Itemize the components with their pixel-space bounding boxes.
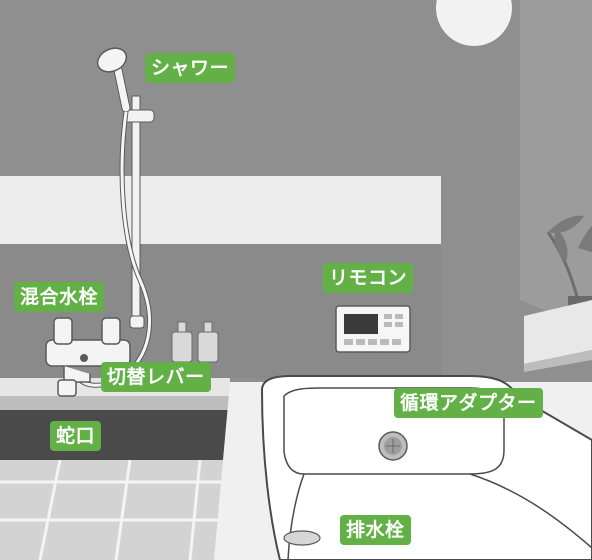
- ceiling-light: [436, 0, 512, 46]
- spout-pipe: [63, 366, 91, 383]
- label-remote: リモコン: [323, 263, 414, 293]
- shower-head: [96, 47, 131, 113]
- bottles: [171, 321, 219, 363]
- right-counter: [524, 300, 592, 364]
- mixer-faucet: [45, 317, 131, 367]
- floor-tiles: [0, 459, 230, 560]
- label-mixer-faucet: 混合水栓: [14, 282, 105, 312]
- ledge-front: [0, 410, 230, 460]
- shower-slide-bar: [131, 95, 141, 325]
- remote-control: [335, 305, 411, 353]
- wall-shade: [420, 0, 592, 330]
- circulation-adapter: [378, 431, 408, 461]
- label-drain-plug: 排水栓: [340, 515, 411, 545]
- drain-plug: [283, 530, 321, 546]
- bathtub: [214, 375, 592, 560]
- label-circulation-adapter: 循環アダプター: [394, 388, 543, 418]
- label-shower: シャワー: [145, 53, 236, 83]
- label-switch-lever: 切替レバー: [101, 362, 211, 392]
- wall-panel-band: [0, 176, 441, 244]
- label-spout: 蛇口: [50, 421, 102, 451]
